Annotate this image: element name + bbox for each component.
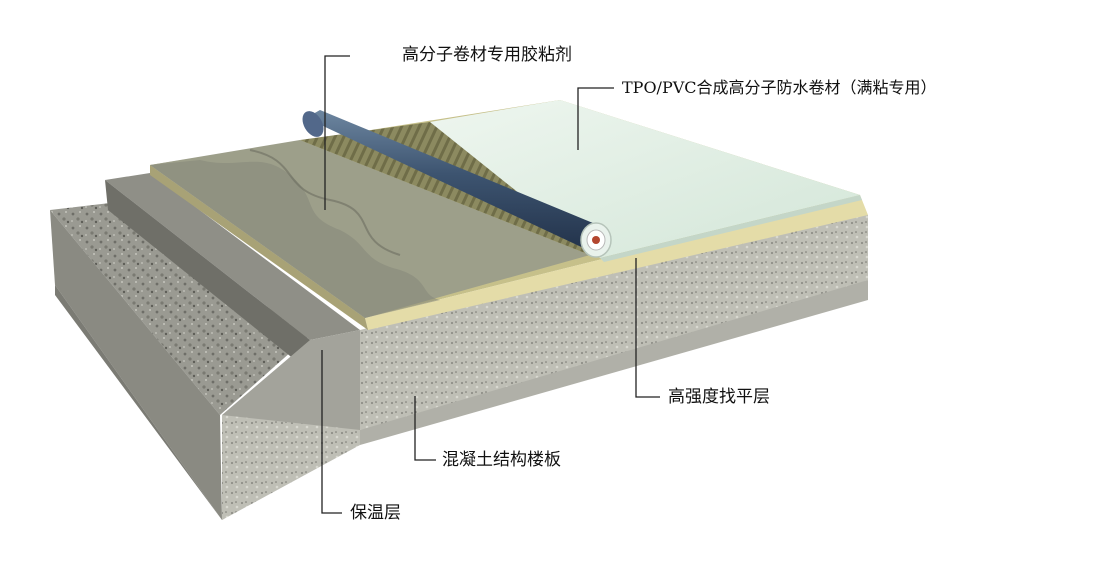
screed-block <box>222 205 868 520</box>
aggregate-step-layer <box>105 173 360 372</box>
leader-lines <box>321 55 660 514</box>
concrete-slab-layer <box>50 203 310 520</box>
leader-slab <box>414 396 436 461</box>
leader-screed <box>635 258 660 398</box>
leader-insulation <box>321 350 342 514</box>
leader-membrane <box>577 87 614 150</box>
leader-adhesive <box>324 55 350 210</box>
label-membrane: TPO/PVC合成高分子防水卷材（满粘专用） <box>622 78 937 97</box>
waterproof-membrane <box>430 100 862 262</box>
label-slab: 混凝土结构楼板 <box>442 450 561 470</box>
label-screed: 高强度找平层 <box>668 387 770 407</box>
label-insulation: 保温层 <box>350 503 401 523</box>
membrane-roll <box>302 110 612 258</box>
label-adhesive: 高分子卷材专用胶粘剂 <box>402 45 572 65</box>
